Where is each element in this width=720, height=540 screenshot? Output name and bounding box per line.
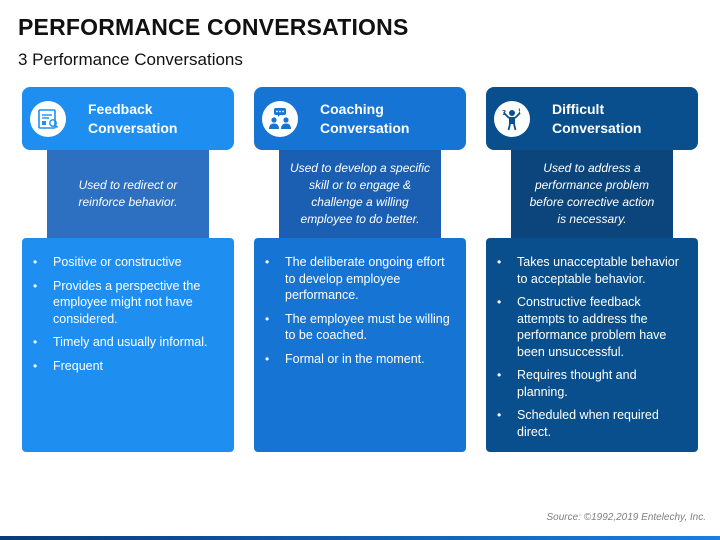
frustrated-person-icon: ? !: [494, 100, 530, 137]
card-heading: Difficult Conversation: [552, 100, 642, 136]
card-description-box: Used to address a performance problem be…: [511, 150, 673, 238]
card-body: Positive or constructive Provides a pers…: [22, 238, 234, 452]
feedback-conversation-card: Feedback Conversation Used to redirect o…: [22, 87, 234, 452]
bullet-item: Timely and usually informal.: [32, 334, 222, 351]
card-heading: Coaching Conversation: [320, 100, 410, 136]
bullet-item: Takes unacceptable behavior to acceptabl…: [496, 254, 686, 287]
bullet-item: Formal or in the moment.: [264, 351, 454, 368]
card-header: Coaching Conversation: [254, 87, 466, 150]
bullet-item: The employee must be willing to be coach…: [264, 311, 454, 344]
card-description: Used to develop a specific skill or to e…: [289, 161, 431, 226]
bullet-list: Positive or constructive Provides a pers…: [32, 254, 222, 374]
svg-text:!: !: [518, 108, 521, 115]
card-description: Used to redirect or reinforce behavior.: [78, 178, 178, 209]
bullet-item: Constructive feedback attempts to addres…: [496, 294, 686, 360]
page-title: PERFORMANCE CONVERSATIONS: [18, 14, 409, 40]
bullet-list: Takes unacceptable behavior to acceptabl…: [496, 254, 686, 440]
coaching-meeting-icon: [262, 100, 298, 137]
card-description-box: Used to redirect or reinforce behavior.: [47, 150, 209, 238]
card-description: Used to address a performance problem be…: [529, 161, 655, 226]
bullet-item: Requires thought and planning.: [496, 367, 686, 400]
page-subtitle: 3 Performance Conversations: [18, 50, 243, 69]
feedback-report-icon: [30, 100, 66, 137]
bullet-item: Positive or constructive: [32, 254, 222, 271]
bullet-item: Frequent: [32, 358, 222, 375]
card-header: Feedback Conversation: [22, 87, 234, 150]
card-description-box: Used to develop a specific skill or to e…: [279, 150, 441, 238]
card-body: The deliberate ongoing effort to develop…: [254, 238, 466, 452]
difficult-conversation-card: ? ! Difficult Conversation Used to addre…: [486, 87, 698, 452]
bullet-list: The deliberate ongoing effort to develop…: [264, 254, 454, 367]
bullet-item: Scheduled when required direct.: [496, 407, 686, 440]
card-heading: Feedback Conversation: [88, 100, 178, 136]
bullet-item: The deliberate ongoing effort to develop…: [264, 254, 454, 304]
bullet-item: Provides a perspective the employee migh…: [32, 278, 222, 328]
source-citation: Source: ©1992,2019 Entelechy, Inc.: [546, 512, 706, 523]
card-header: ? ! Difficult Conversation: [486, 87, 698, 150]
card-body: Takes unacceptable behavior to acceptabl…: [486, 238, 698, 452]
bottom-accent-bar: [0, 536, 720, 540]
coaching-conversation-card: Coaching Conversation Used to develop a …: [254, 87, 466, 452]
